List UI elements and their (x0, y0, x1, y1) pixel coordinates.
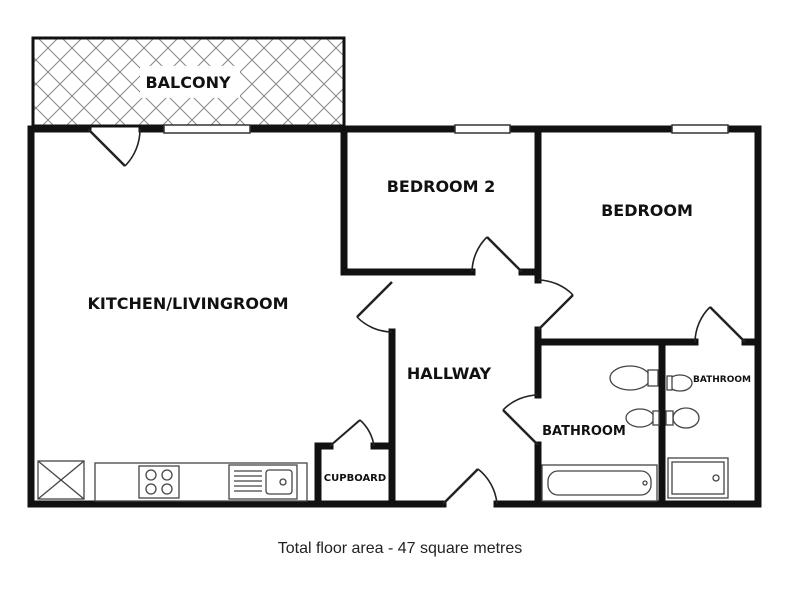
hallway-label: HALLWAY (407, 364, 492, 383)
windows (163, 124, 729, 134)
basin (625, 408, 660, 428)
bathroom-door (502, 394, 539, 446)
bedroom2-label: BEDROOM 2 (387, 177, 496, 196)
entrance-door (442, 468, 498, 505)
bedroom2-door (471, 236, 523, 273)
toilet (609, 365, 659, 391)
doors (87, 128, 746, 505)
cupboard-door (329, 419, 375, 447)
floor-area-caption: Total floor area - 47 square metres (277, 540, 523, 557)
sink (228, 464, 298, 500)
walls (27, 125, 762, 508)
bath (541, 464, 658, 502)
bathroom-main-label: BATHROOM (542, 424, 626, 439)
fridge-unit (37, 460, 85, 500)
ensuite-door (694, 306, 746, 343)
balcony (31, 36, 346, 128)
room-labels: BALCONY KITCHEN/LIVINGROOM BEDROOM 2 BED… (87, 73, 751, 484)
bathroom-ensuite-label: BATHROOM (693, 375, 751, 385)
shower-tray (667, 457, 729, 499)
bathroom-fixtures (541, 365, 729, 502)
kitchen-door (356, 281, 393, 333)
bedroom-label: BEDROOM (601, 201, 693, 220)
bedroom-door (537, 279, 574, 331)
balcony-label: BALCONY (145, 73, 231, 92)
kitchen-fixtures (37, 460, 308, 502)
kitchen-living-label: KITCHEN/LIVINGROOM (87, 294, 288, 313)
cupboard-label: CUPBOARD (324, 473, 386, 484)
hob (138, 465, 180, 499)
ensuite-basin (666, 374, 693, 392)
ensuite-toilet (665, 407, 700, 429)
balcony-door (87, 128, 141, 167)
